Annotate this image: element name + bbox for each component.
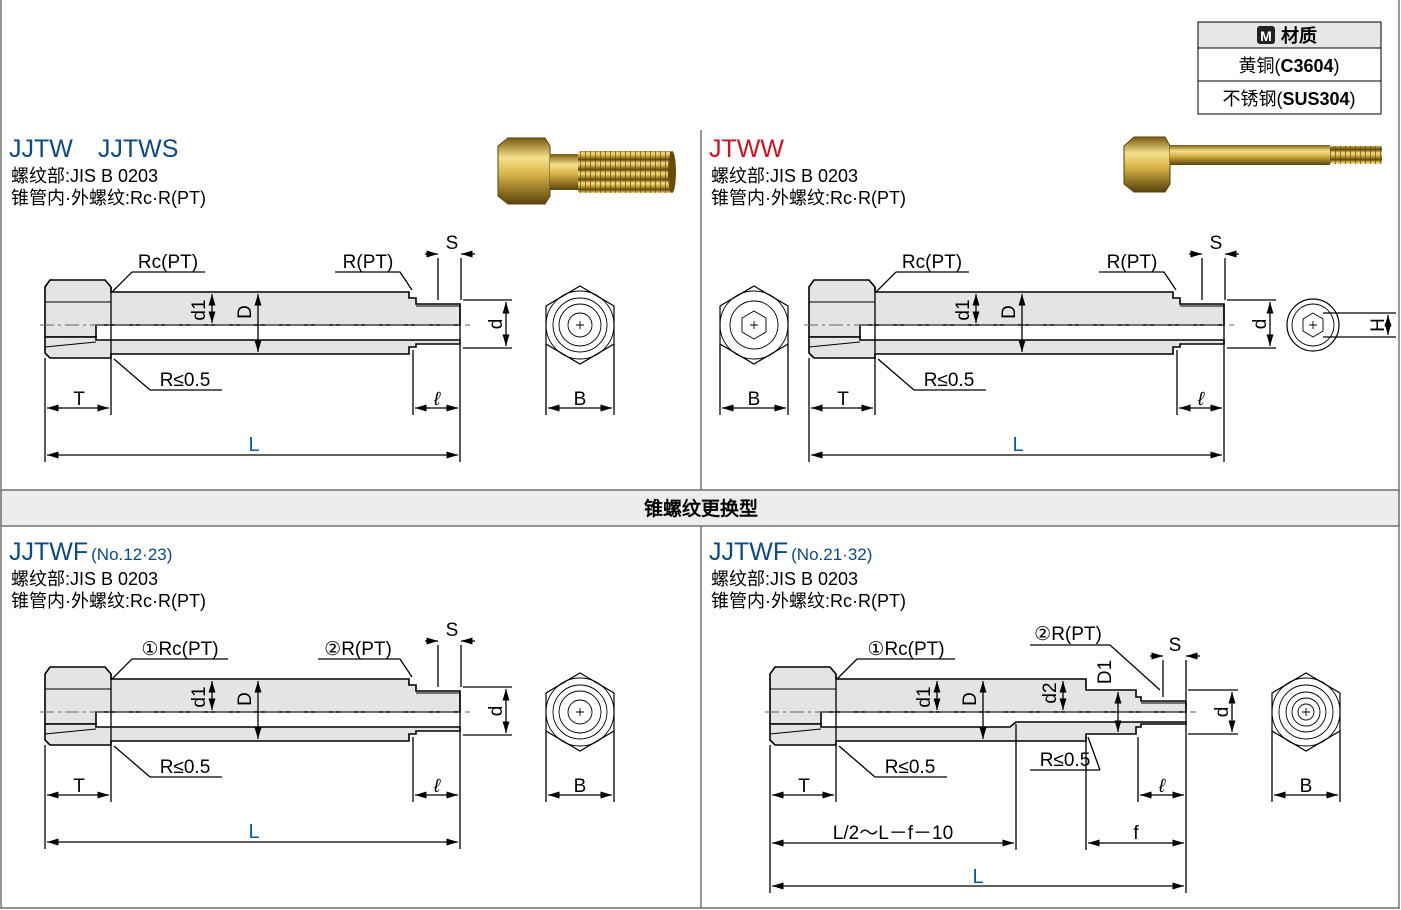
material-row-stainless: 不锈钢(SUS304) xyxy=(1222,89,1355,109)
dim-d: d xyxy=(1212,707,1233,718)
end-view-hex: B xyxy=(545,285,615,415)
section-header-bar xyxy=(0,489,1400,527)
dim-B: B xyxy=(1300,776,1313,797)
product-photo-jjtw xyxy=(497,137,676,205)
dim-T: T xyxy=(73,776,85,797)
dim-S: S xyxy=(1169,635,1182,656)
dim-T: T xyxy=(73,389,85,410)
label-radius: R≤0.5 xyxy=(160,757,211,778)
end-view-small-socket: H xyxy=(1286,298,1396,352)
dim-L: L xyxy=(248,821,259,843)
dim-D1: D1 xyxy=(1095,660,1116,684)
dim-ell: ℓ xyxy=(1158,776,1166,797)
section-header: 锥螺纹更换型 xyxy=(644,497,758,520)
label-radius-step: R≤0.5 xyxy=(1040,750,1091,771)
dim-D: D xyxy=(235,305,256,319)
dim-T: T xyxy=(798,776,810,797)
panel-spec-line1: 螺纹部:JIS B 0203 xyxy=(711,166,858,186)
dim-D: D xyxy=(999,305,1020,319)
dim-D: D xyxy=(235,692,256,706)
panel-title: JJTWF(No.21·32) xyxy=(709,538,872,566)
end-view-hex: B xyxy=(545,672,615,802)
material-row-brass: 黄铜(C3604) xyxy=(1238,56,1339,76)
dim-S: S xyxy=(1210,233,1223,254)
panel-title: JJTWF(No.12·23) xyxy=(9,538,172,566)
dim-B: B xyxy=(748,389,761,410)
panel-heading-jjtwf-12-23: JJTWF(No.12·23) 螺纹部:JIS B 0203 锥管内·外螺纹:R… xyxy=(9,538,206,611)
panel-spec-line2: 锥管内·外螺纹:Rc·R(PT) xyxy=(11,188,206,208)
label-r-numbered: ②R(PT) xyxy=(324,639,392,660)
panel-spec-line2: 锥管内·外螺纹:Rc·R(PT) xyxy=(711,188,906,208)
label-r-numbered: ②R(PT) xyxy=(1034,624,1102,645)
dim-d: d xyxy=(1250,319,1271,330)
label-radius: R≤0.5 xyxy=(924,370,975,391)
label-rc: Rc(PT) xyxy=(902,252,962,273)
dim-d2: d2 xyxy=(1040,682,1061,703)
dim-ell: ℓ xyxy=(433,776,441,797)
panel-title: JTWW xyxy=(709,135,784,163)
label-radius: R≤0.5 xyxy=(160,370,211,391)
label-r: R(PT) xyxy=(343,252,394,273)
dim-f: f xyxy=(1133,823,1139,844)
dim-d1: d1 xyxy=(189,299,210,320)
panel-heading-jtww: JTWW 螺纹部:JIS B 0203 锥管内·外螺纹:Rc·R(PT) xyxy=(709,135,906,208)
drawing-jjtwf-12-23: ①Rc(PT) ②R(PT) R≤0.5 T ℓ L S d D d1 B xyxy=(40,620,615,849)
material-badge-icon xyxy=(1257,26,1275,44)
panel-heading-jjtw: JJTW JJTWS 螺纹部:JIS B 0203 锥管内·外螺纹:Rc·R(P… xyxy=(9,135,206,208)
dim-B: B xyxy=(574,776,587,797)
material-badge: M xyxy=(1260,28,1272,44)
end-view-hex: B xyxy=(1271,672,1341,802)
product-photo-jtww xyxy=(1123,136,1382,193)
panel-spec-line1: 螺纹部:JIS B 0203 xyxy=(11,569,158,589)
dim-L: L xyxy=(972,866,983,888)
material-table: M 材质 黄铜(C3604) 不锈钢(SUS304) xyxy=(1197,21,1382,115)
material-header: 材质 xyxy=(1281,25,1317,46)
label-radius: R≤0.5 xyxy=(885,757,936,778)
panel-spec-line2: 锥管内·外螺纹:Rc·R(PT) xyxy=(11,591,206,611)
dim-B: B xyxy=(574,389,587,410)
dim-d1: d1 xyxy=(189,686,210,707)
panel-spec-line1: 螺纹部:JIS B 0203 xyxy=(11,166,158,186)
dim-d1: d1 xyxy=(914,686,935,707)
dim-d: d xyxy=(486,706,507,717)
label-rc-numbered: ①Rc(PT) xyxy=(141,639,218,660)
dim-ell: ℓ xyxy=(1197,389,1205,410)
dim-S: S xyxy=(446,233,459,254)
drawing-jjtw: Rc(PT) R(PT) R≤0.5 T ℓ L S d D d1 B xyxy=(40,233,615,462)
dim-L-formula: L/2～L－f－10 xyxy=(833,823,953,844)
drawing-jjtwf-21-32: ①Rc(PT) ②R(PT) R≤0.5 R≤0.5 T ℓ L/2～L－f－1… xyxy=(765,624,1341,893)
label-rc: Rc(PT) xyxy=(138,252,198,273)
dim-D: D xyxy=(960,692,981,706)
panel-heading-jjtwf-21-32: JJTWF(No.21·32) 螺纹部:JIS B 0203 锥管内·外螺纹:R… xyxy=(709,538,906,611)
end-view-hex-socket: B xyxy=(719,285,789,415)
dim-L: L xyxy=(1012,434,1023,456)
dim-S: S xyxy=(446,620,459,641)
label-rc-numbered: ①Rc(PT) xyxy=(867,639,944,660)
panel-title: JJTW JJTWS xyxy=(9,135,178,163)
dim-T: T xyxy=(837,389,849,410)
panel-spec-line2: 锥管内·外螺纹:Rc·R(PT) xyxy=(711,591,906,611)
dim-H: H xyxy=(1368,318,1389,332)
dim-L: L xyxy=(248,434,259,456)
drawing-jtww: B Rc(PT) R(PT) R≤0.5 T ℓ L S d D d1 xyxy=(719,233,1396,462)
dim-ell: ℓ xyxy=(433,389,441,410)
dim-d: d xyxy=(486,319,507,330)
dim-d1: d1 xyxy=(953,299,974,320)
panel-spec-line1: 螺纹部:JIS B 0203 xyxy=(711,569,858,589)
label-r: R(PT) xyxy=(1107,252,1158,273)
